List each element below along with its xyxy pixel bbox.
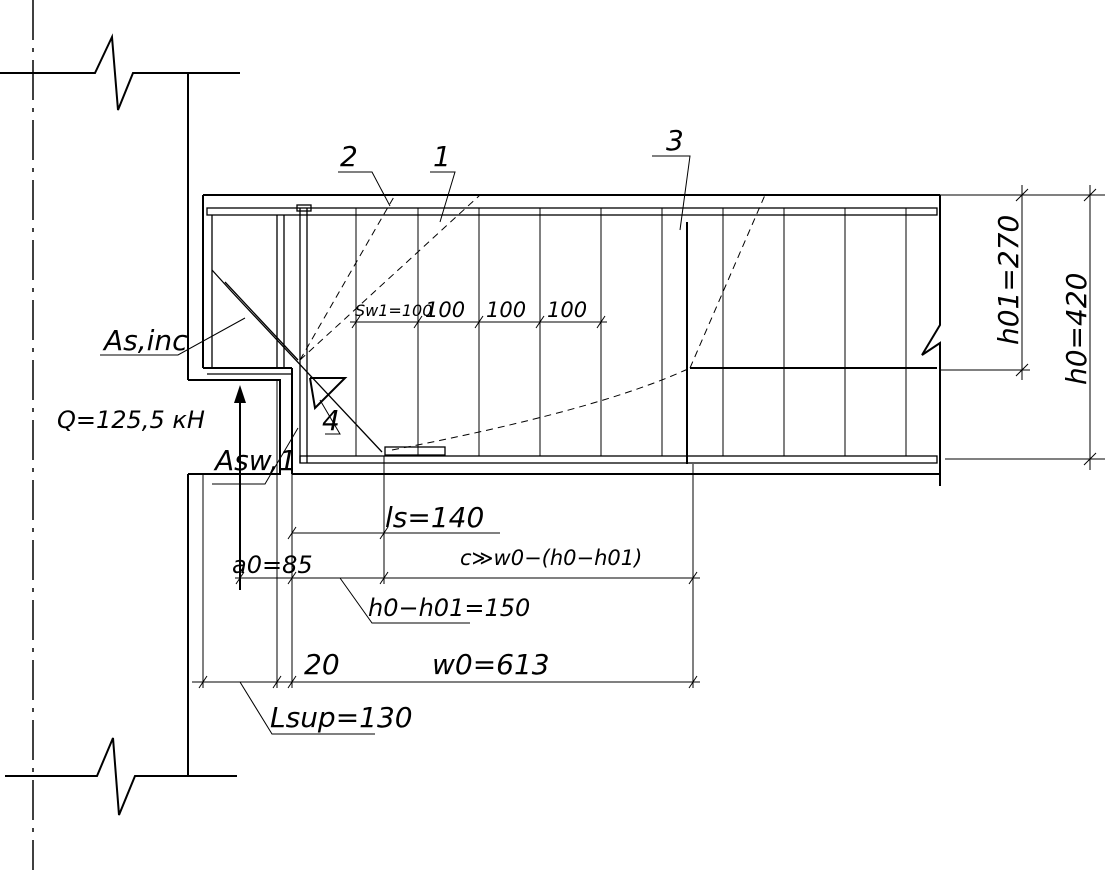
leader-asw1 [212, 427, 299, 485]
tick [474, 315, 484, 329]
label-a0: a0=85 [232, 551, 313, 579]
top-bar [206, 207, 938, 216]
spacing-label-3: 100 [486, 298, 526, 322]
tick [688, 675, 698, 689]
tick [287, 571, 297, 585]
spacing-dimension: Sw1=100 100 100 100 [350, 298, 607, 329]
tick [272, 675, 282, 689]
tick [351, 315, 361, 329]
spacing-label-2: 100 [425, 298, 465, 322]
callouts: 2 1 3 4 As,inc Asw,1 [100, 124, 691, 485]
label-lsup: Lsup=130 [270, 701, 413, 734]
upper-break-line [0, 33, 240, 111]
label-as-inc: As,inc [102, 324, 188, 357]
vertical-bar-head [296, 204, 312, 212]
leader-h0-h01 [339, 577, 470, 624]
leader-as-inc [100, 317, 246, 356]
crack-line-2 [299, 194, 396, 361]
label-h0-h01: h0−h01=150 [368, 594, 530, 622]
height-dimensions: h01=270 h0=420 [940, 185, 1105, 470]
label-w0: w0=613 [432, 648, 550, 681]
label-h01: h01=270 [992, 215, 1025, 345]
crack-lines [299, 194, 766, 451]
leader-lsup [239, 681, 375, 735]
tick [379, 526, 389, 540]
label-gap-20: 20 [304, 648, 340, 681]
label-load: Q=125,5 кН [57, 406, 205, 434]
tick [1083, 452, 1097, 466]
tick [413, 315, 423, 329]
tick [1015, 363, 1029, 377]
beam-break-line [921, 195, 941, 486]
end-zone-bars [211, 204, 383, 463]
tick [1083, 188, 1097, 202]
crack-line-lower [391, 367, 691, 451]
bottom-bar [299, 455, 938, 464]
label-c-formula: c≫w0−(h0−h01) [460, 546, 642, 570]
callout-2: 2 [340, 140, 358, 173]
label-h0: h0=420 [1060, 273, 1093, 385]
tick [287, 675, 297, 689]
label-asw1: Asw,1 [213, 444, 297, 477]
reaction-arrowhead [234, 385, 246, 403]
tick [287, 526, 297, 540]
leader-3 [652, 155, 691, 231]
callout-3: 3 [666, 124, 684, 157]
support-ledge [188, 379, 281, 475]
inclined-bar-as-inc [211, 269, 383, 453]
inclined-bar-as-inc-b [224, 281, 299, 361]
tick [535, 315, 545, 329]
label-ls: ls=140 [385, 501, 484, 534]
anchor-plate [309, 377, 348, 411]
leader-4 [319, 399, 341, 435]
support-reaction: Q=125,5 кН [57, 385, 246, 590]
length-dimensions: ls=140 a0=85 c≫w0−(h0−h01) h0−h01=150 20… [192, 380, 700, 735]
longitudinal-bars [206, 207, 938, 464]
tick [1015, 188, 1029, 202]
beam-outline [202, 194, 941, 486]
tick [379, 571, 389, 585]
spacing-label-4: 100 [547, 298, 587, 322]
callout-4: 4 [322, 404, 340, 437]
tick [596, 315, 606, 329]
crack-line-3 [689, 194, 766, 369]
crack-line-1 [299, 194, 481, 361]
leader-2 [338, 171, 391, 207]
tick [198, 675, 208, 689]
spacing-label-1: Sw1=100 [355, 301, 432, 320]
leader-1 [430, 171, 456, 223]
stirrups [355, 208, 907, 464]
tick [235, 571, 245, 585]
callout-1: 1 [433, 140, 451, 173]
support-column [0, 0, 281, 870]
lower-break-line [5, 737, 237, 816]
inclined-bar-anchor [384, 446, 446, 456]
tick [688, 571, 698, 585]
